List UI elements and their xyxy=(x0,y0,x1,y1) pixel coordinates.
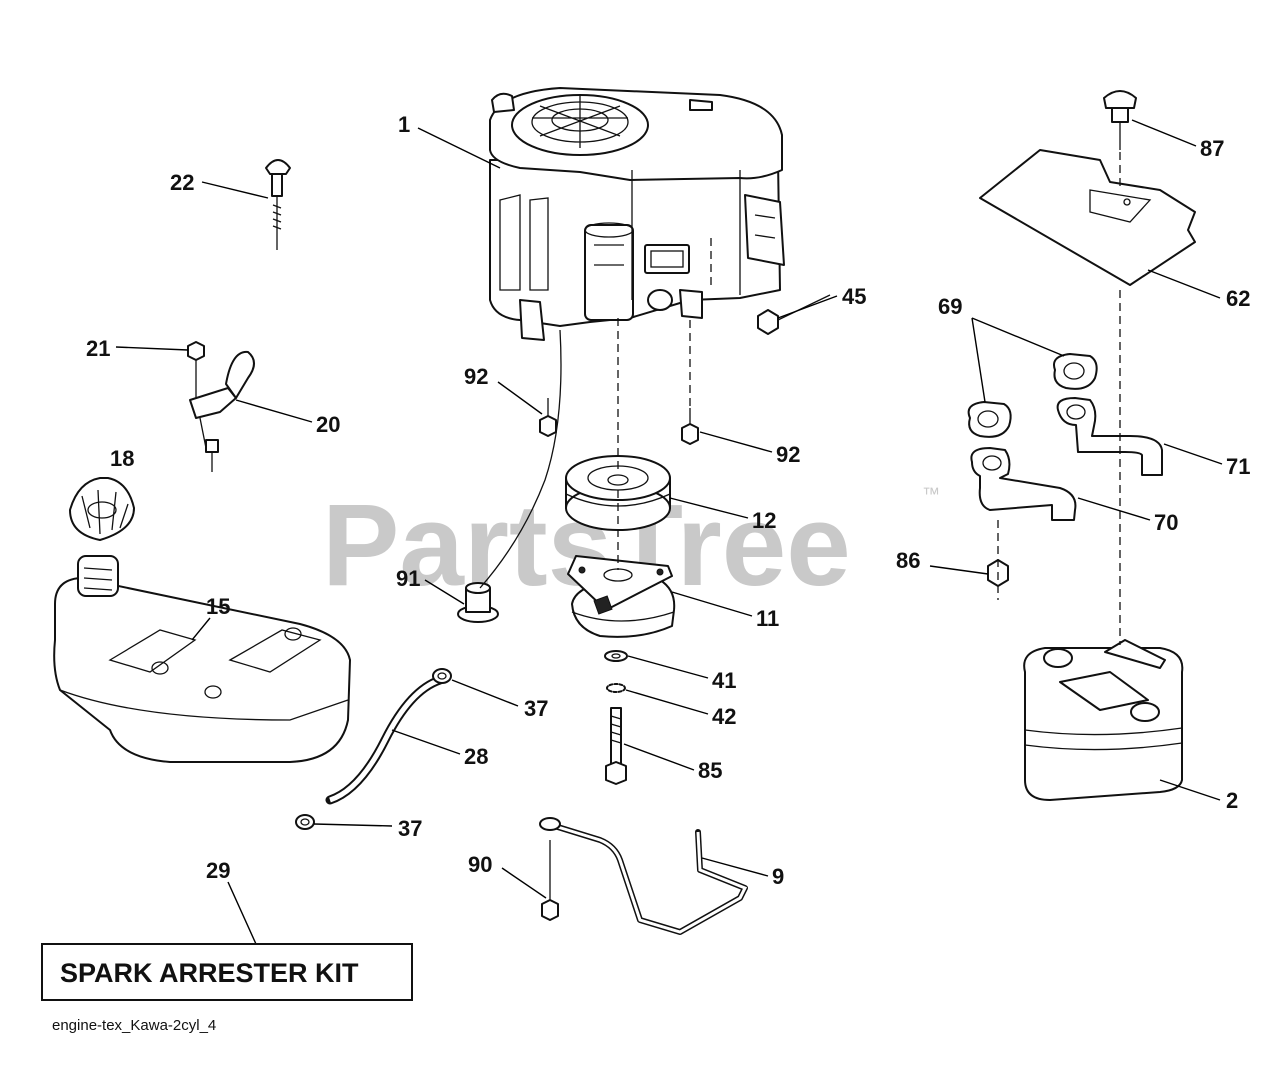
bolt-21-part[interactable] xyxy=(187,341,205,398)
leader-9 xyxy=(701,857,769,877)
leader-2 xyxy=(1159,779,1221,801)
leader-92-right xyxy=(699,431,773,453)
muffler-2-part[interactable] xyxy=(1023,639,1184,801)
clutch-11-part[interactable] xyxy=(567,555,676,638)
bushing-91-part[interactable] xyxy=(457,582,499,623)
fuel-line-28-part[interactable] xyxy=(325,675,445,805)
callout-42[interactable]: 42 xyxy=(712,704,736,729)
drawing-code: engine-tex_Kawa-2cyl_4 xyxy=(52,1017,216,1034)
fuel-return-line xyxy=(479,329,562,589)
leader-21 xyxy=(115,346,189,351)
leader-85 xyxy=(623,743,695,771)
callout-41[interactable]: 41 xyxy=(712,668,736,693)
clamp-37-bottom-part[interactable] xyxy=(295,814,315,830)
leader-28 xyxy=(391,729,461,755)
callout-18[interactable]: 18 xyxy=(110,446,134,471)
callout-20[interactable]: 20 xyxy=(316,412,340,437)
fuel-tank-15-part[interactable] xyxy=(53,555,351,763)
leader-69 xyxy=(971,317,1065,403)
heat-shield-62-part[interactable] xyxy=(979,149,1196,286)
leader-37-top xyxy=(451,679,519,707)
bolt-90-part[interactable] xyxy=(541,840,559,921)
bolt-92-left-part[interactable] xyxy=(539,398,557,437)
leader-71 xyxy=(1163,443,1223,465)
callout-2[interactable]: 2 xyxy=(1226,788,1238,813)
callout-12[interactable]: 12 xyxy=(752,508,776,533)
leader-86 xyxy=(929,565,989,575)
callout-90[interactable]: 90 xyxy=(468,852,492,877)
pin-22-part[interactable] xyxy=(265,159,291,250)
leader-92-left xyxy=(497,381,543,415)
callout-29[interactable]: 29 xyxy=(206,858,230,883)
callout-9[interactable]: 9 xyxy=(772,864,784,889)
leader-20 xyxy=(235,399,313,423)
callout-37-top[interactable]: 37 xyxy=(524,696,548,721)
exhaust-pipe-71-part[interactable] xyxy=(1056,397,1163,476)
leader-22 xyxy=(201,181,269,199)
callout-45[interactable]: 45 xyxy=(842,284,866,309)
exhaust-pipe-70-part[interactable] xyxy=(970,447,1077,521)
rod-9-part[interactable] xyxy=(539,817,748,935)
leader-45 xyxy=(777,295,838,319)
callout-15[interactable]: 15 xyxy=(206,594,230,619)
leader-70 xyxy=(1077,497,1151,521)
leader-15 xyxy=(191,617,211,641)
callout-71[interactable]: 71 xyxy=(1226,454,1250,479)
callout-62[interactable]: 62 xyxy=(1226,286,1250,311)
callout-37-bottom[interactable]: 37 xyxy=(398,816,422,841)
bolt-92-right-part[interactable] xyxy=(681,408,699,445)
callout-28[interactable]: 28 xyxy=(464,744,488,769)
callout-86[interactable]: 86 xyxy=(896,548,920,573)
callout-91[interactable]: 91 xyxy=(396,566,420,591)
spark-arrester-kit-box[interactable]: SPARK ARRESTER KIT xyxy=(41,943,413,1001)
leader-91 xyxy=(424,579,465,605)
fuel-cap-18-part[interactable] xyxy=(69,477,135,541)
leader-90 xyxy=(501,867,547,899)
gaskets-69-part[interactable] xyxy=(967,353,1098,438)
leader-1 xyxy=(417,127,501,169)
engine-part[interactable] xyxy=(489,87,785,341)
callout-1[interactable]: 1 xyxy=(398,112,410,137)
washer-41-part[interactable] xyxy=(604,650,628,662)
watermark-trademark: ™ xyxy=(922,484,940,504)
callout-22[interactable]: 22 xyxy=(170,170,194,195)
callout-11[interactable]: 11 xyxy=(756,606,779,631)
nut-45-part[interactable] xyxy=(757,294,831,335)
lockwasher-42-part[interactable] xyxy=(606,683,626,693)
bolt-85-part[interactable] xyxy=(605,707,627,785)
throttle-control-20-part[interactable] xyxy=(189,350,255,472)
leader-11 xyxy=(671,591,753,617)
leader-87 xyxy=(1131,119,1197,147)
spark-arrester-kit-label: SPARK ARRESTER KIT xyxy=(60,958,359,988)
callout-92-right[interactable]: 92 xyxy=(776,442,800,467)
leader-12 xyxy=(669,497,749,519)
leader-29 xyxy=(227,881,257,945)
callout-21[interactable]: 21 xyxy=(86,336,110,361)
callout-92-left[interactable]: 92 xyxy=(464,364,488,389)
callout-85[interactable]: 85 xyxy=(698,758,722,783)
callout-70[interactable]: 70 xyxy=(1154,510,1178,535)
leader-62 xyxy=(1147,269,1221,299)
callout-87[interactable]: 87 xyxy=(1200,136,1224,161)
callout-69[interactable]: 69 xyxy=(938,294,962,319)
leader-41 xyxy=(627,655,709,679)
knob-87-part[interactable] xyxy=(1103,90,1137,150)
clamp-37-top-part[interactable] xyxy=(432,668,452,684)
leader-42 xyxy=(625,689,709,715)
leader-37-bottom xyxy=(313,823,393,827)
